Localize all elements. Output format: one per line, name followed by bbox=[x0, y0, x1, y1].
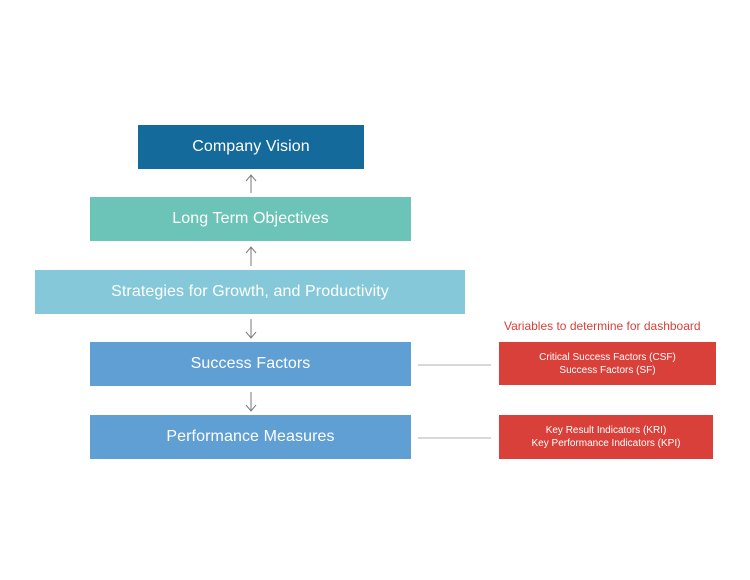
performance-measures-label: Performance Measures bbox=[166, 428, 335, 445]
performance-measures-node: Performance Measures bbox=[90, 415, 411, 459]
long-term-objectives-node: Long Term Objectives bbox=[90, 197, 411, 241]
csf-label: Critical Success Factors (CSF) bbox=[539, 351, 676, 363]
company-vision-node: Company Vision bbox=[138, 125, 364, 169]
arrow-down-icon bbox=[245, 319, 257, 339]
arrow-down-icon bbox=[245, 392, 257, 412]
company-vision-label: Company Vision bbox=[192, 138, 310, 155]
performance-indicators-detail-box: Key Result Indicators (KRI) Key Performa… bbox=[499, 415, 713, 459]
sf-label: Success Factors (SF) bbox=[559, 364, 656, 376]
long-term-objectives-label: Long Term Objectives bbox=[172, 210, 329, 227]
arrow-up-icon bbox=[245, 246, 257, 266]
strategies-node: Strategies for Growth, and Productivity bbox=[35, 270, 465, 314]
kri-label: Key Result Indicators (KRI) bbox=[545, 425, 667, 436]
success-factors-detail-box: Critical Success Factors (CSF) Success F… bbox=[499, 342, 716, 385]
kpi-label: Key Performance Indicators (KPI) bbox=[531, 438, 681, 449]
dashboard-variables-note: Variables to determine for dashboard bbox=[504, 319, 701, 333]
success-factors-label: Success Factors bbox=[190, 355, 311, 372]
arrow-up-icon bbox=[245, 174, 257, 193]
strategies-label: Strategies for Growth, and Productivity bbox=[111, 283, 389, 300]
success-factors-node: Success Factors bbox=[90, 342, 411, 386]
